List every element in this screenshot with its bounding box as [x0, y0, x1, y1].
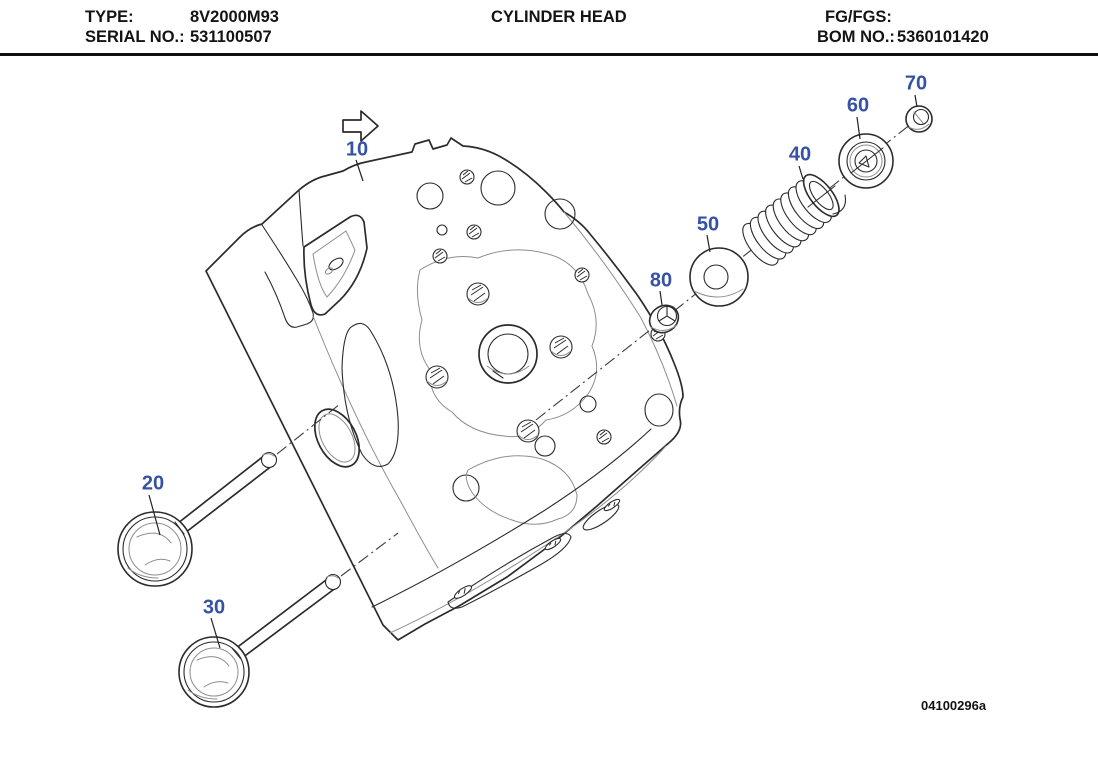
bom-label: BOM NO.: — [817, 28, 895, 46]
drawing-number: 04100296a — [921, 698, 987, 713]
callout-80[interactable]: 80 — [649, 269, 673, 292]
callout-70[interactable]: 70 — [904, 72, 928, 95]
spring-seat-washer-drawing — [689, 247, 749, 307]
direction-arrow-icon — [342, 110, 379, 142]
valve-30-drawing — [178, 573, 342, 708]
type-value: 8V2000M93 — [190, 8, 279, 26]
serial-value: 531100507 — [190, 28, 272, 46]
spring-retainer-drawing — [838, 133, 894, 189]
valve-stem-seal-drawing — [648, 304, 680, 334]
type-label: TYPE: — [85, 8, 134, 26]
bom-value: 5360101420 — [897, 28, 989, 46]
callout-40[interactable]: 40 — [788, 143, 812, 166]
callout-50[interactable]: 50 — [696, 213, 720, 236]
valve-20-drawing — [117, 451, 278, 587]
cylinder-head-drawing — [205, 137, 684, 641]
callout-30[interactable]: 30 — [202, 596, 226, 619]
callout-60[interactable]: 60 — [846, 94, 870, 117]
callout-10[interactable]: 10 — [345, 138, 369, 161]
fg-label: FG/FGS: — [825, 8, 892, 26]
valve-spring-drawing — [742, 173, 847, 266]
serial-label: SERIAL NO.: — [85, 28, 185, 46]
leader-lines — [148, 94, 918, 649]
page-title: CYLINDER HEAD — [491, 8, 627, 26]
valve-keeper-drawing — [905, 105, 933, 133]
callout-20[interactable]: 20 — [141, 472, 165, 495]
header-divider — [0, 53, 1098, 56]
